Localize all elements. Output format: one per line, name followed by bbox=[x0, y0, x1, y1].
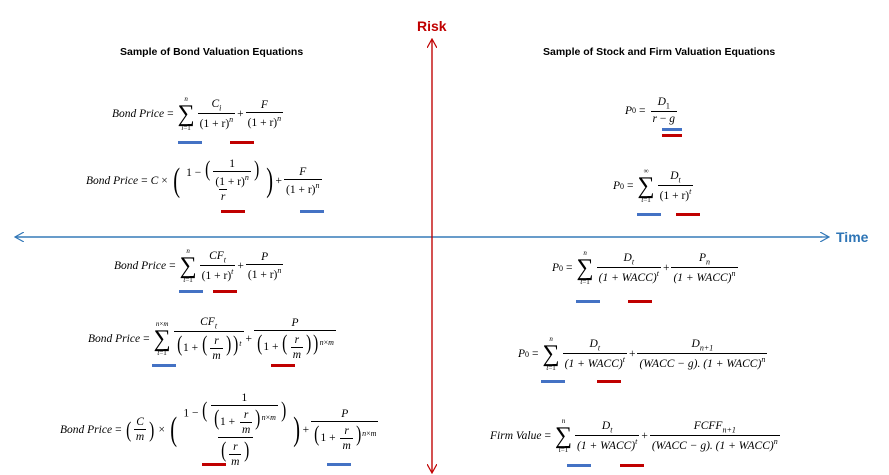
underline-blue bbox=[152, 364, 176, 367]
bond-equation-2: Bond Price=C× ( 1 − (1(1 + r)n)r ) + F(1… bbox=[86, 156, 322, 204]
underline-red bbox=[597, 380, 621, 383]
underline-red bbox=[221, 210, 245, 213]
underline-blue bbox=[300, 210, 324, 213]
underline-blue bbox=[662, 128, 682, 131]
underline-blue bbox=[541, 380, 565, 383]
underline-red bbox=[676, 213, 700, 216]
underline-blue bbox=[178, 141, 202, 144]
underline-red bbox=[620, 464, 644, 467]
underline-blue bbox=[327, 463, 351, 466]
bond-equation-1: Bond Price= n∑i=1 Ci(1 + r)n + F(1 + r)n bbox=[112, 95, 284, 132]
underline-red bbox=[230, 141, 254, 144]
time-axis-label: Time bbox=[836, 229, 869, 245]
firm-value-equation: Firm Value= n∑t=1 Dt(1 + WACC)t + FCFFn+… bbox=[490, 417, 780, 454]
underline-red bbox=[271, 364, 295, 367]
underline-blue bbox=[576, 300, 600, 303]
right-heading: Sample of Stock and Firm Valuation Equat… bbox=[543, 46, 776, 58]
underline-blue bbox=[637, 213, 661, 216]
underline-red bbox=[628, 300, 652, 303]
underline-red bbox=[202, 463, 226, 466]
underline-blue bbox=[567, 464, 591, 467]
risk-axis-label: Risk bbox=[417, 18, 447, 34]
underline-red bbox=[213, 290, 237, 293]
left-heading: Sample of Bond Valuation Equations bbox=[120, 46, 304, 58]
bond-equation-3: Bond Price= n∑t=1 CFt(1 + r)t + P(1 + r)… bbox=[114, 247, 284, 284]
underline-blue bbox=[179, 290, 203, 293]
underline-red bbox=[662, 134, 682, 137]
